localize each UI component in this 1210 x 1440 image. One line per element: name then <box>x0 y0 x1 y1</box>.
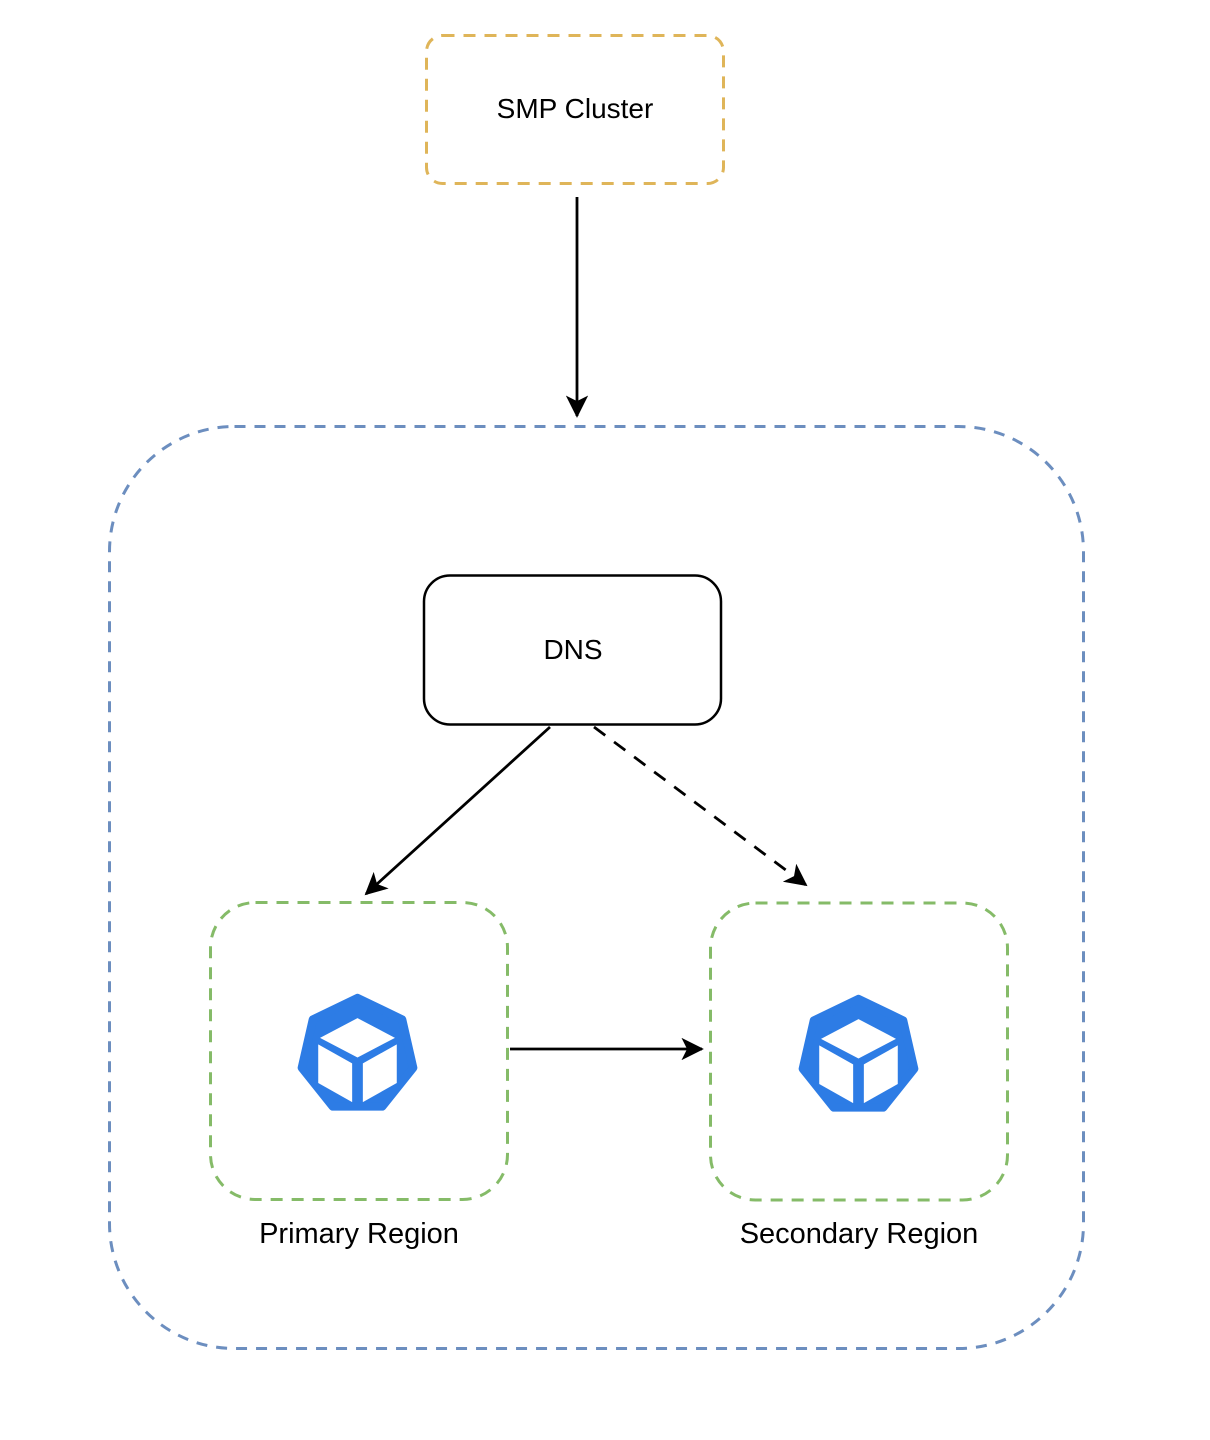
edge-dns-to-secondary <box>593 725 808 887</box>
secondary-cube-heptagon-icon <box>803 999 914 1108</box>
regions-container-box <box>108 425 1085 1350</box>
primary-region-label: Primary Region <box>259 1217 459 1250</box>
smp-cluster-box <box>425 34 725 185</box>
dns-label: DNS <box>543 634 603 666</box>
smp-cluster-label: SMP Cluster <box>496 93 654 125</box>
secondary-region-label: Secondary Region <box>739 1217 979 1250</box>
primary-cube-heptagon-icon <box>302 998 413 1107</box>
edge-dns-to-primary <box>364 725 551 896</box>
dns-box <box>422 574 723 726</box>
